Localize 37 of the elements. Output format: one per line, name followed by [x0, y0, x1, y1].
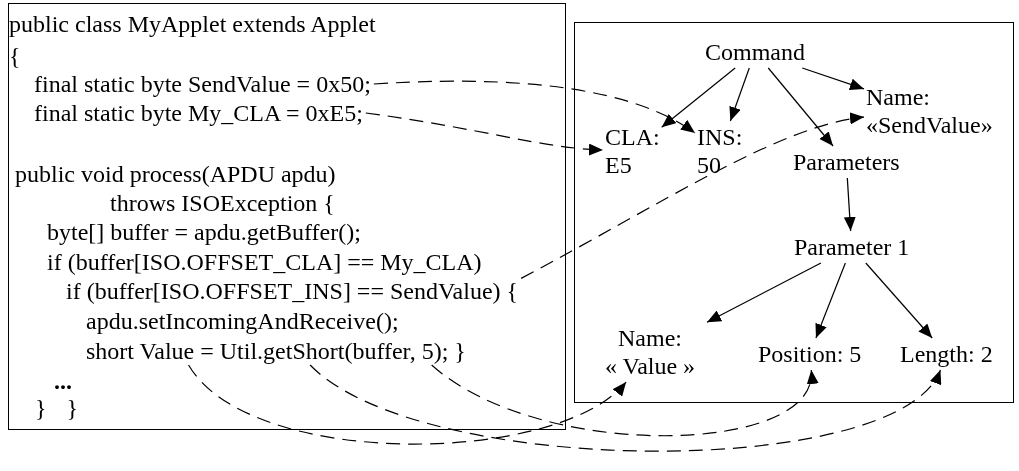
code-line: if (buffer[ISO.OFFSET_CLA] == My_CLA) [47, 248, 482, 276]
code-panel [8, 3, 566, 430]
arrow [801, 67, 865, 91]
code-line: final static byte My_CLA = 0xE5; [34, 99, 363, 127]
tree-label: Position: 5 [758, 340, 862, 368]
code-line: apdu.setIncomingAndReceive(); [86, 307, 399, 335]
code-line: byte[] buffer = apdu.getBuffer(); [47, 218, 361, 246]
tree-label: Parameters [793, 148, 900, 176]
dashed-arrow [365, 112, 604, 156]
code-line: short Value = Util.getShort(buffer, 5); } [86, 337, 466, 365]
arrow [865, 262, 933, 339]
arrow [729, 67, 750, 122]
arrow [815, 262, 846, 339]
code-line: final static byte SendValue = 0x50; [34, 70, 371, 98]
tree-label: Parameter 1 [794, 233, 910, 261]
code-line: { [9, 42, 21, 70]
arrow [661, 67, 736, 128]
tree-label: Command [705, 38, 805, 66]
tree-label: INS: 50 [697, 123, 743, 179]
code-line: } } [35, 394, 79, 422]
dashed-arrow [309, 364, 942, 452]
arrow [767, 67, 834, 147]
tree-label: Name: « Value » [595, 324, 705, 380]
tree-panel [574, 22, 1014, 403]
dashed-arrow [520, 113, 865, 279]
tree-label: CLA: E5 [605, 123, 660, 179]
code-line: ... [54, 367, 72, 395]
tree-label: Length: 2 [900, 340, 993, 368]
tree-label: Name: «SendValue» [866, 83, 993, 139]
code-line: public void process(APDU apdu) [15, 160, 336, 188]
code-line: if (buffer[ISO.OFFSET_INS] == SendValue) { [66, 277, 519, 305]
arrow [843, 177, 856, 232]
dashed-arrow [373, 80, 696, 134]
dashed-arrow [187, 364, 627, 445]
arrow [706, 262, 822, 323]
code-line: throws ISOException { [110, 189, 335, 217]
code-line: public class MyApplet extends Applet [9, 10, 376, 38]
